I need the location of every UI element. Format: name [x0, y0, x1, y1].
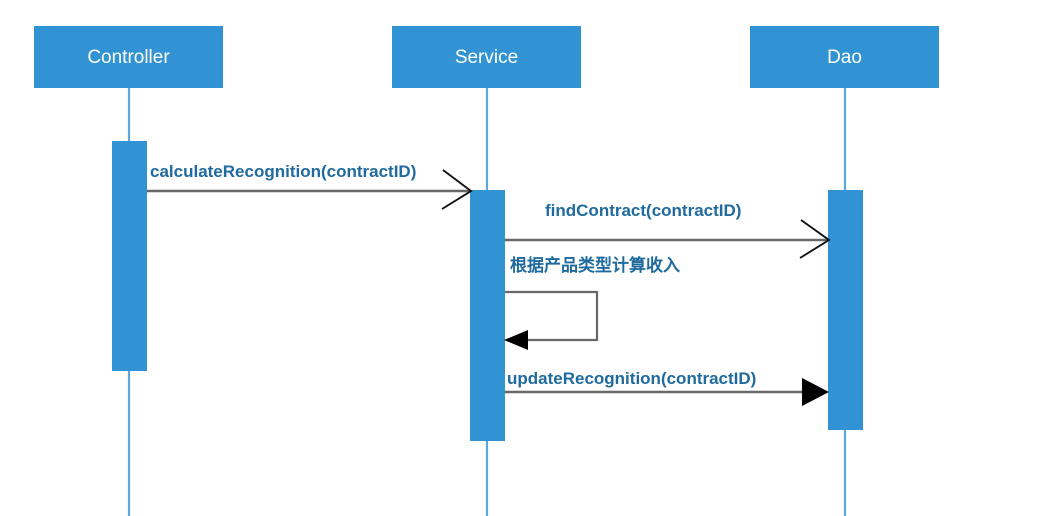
participant-label-service: Service: [455, 47, 518, 68]
arrowhead-open-find-contract: [799, 219, 831, 259]
participant-box-dao[interactable]: [750, 26, 939, 88]
participant-box-controller[interactable]: [34, 26, 223, 88]
message-label-update-recognition: updateRecognition(contractID): [507, 369, 756, 388]
arrowhead-open-calculate-recognition: [441, 169, 473, 210]
participant-box-service[interactable]: [392, 26, 581, 88]
message-label-calc-revenue-by-product-type: 根据产品类型计算收入: [510, 255, 680, 276]
message-find-contract[interactable]: findContract(contractID): [505, 201, 831, 259]
participant-label-dao: Dao: [827, 47, 862, 68]
activation-bars: [112, 141, 863, 441]
participant-service[interactable]: Service: [392, 26, 581, 88]
message-calc-revenue-by-product-type[interactable]: 根据产品类型计算收入: [504, 255, 680, 350]
activation-bar-service[interactable]: [470, 190, 505, 441]
message-label-find-contract: findContract(contractID): [545, 201, 741, 220]
self-call-loop-service: [505, 290, 599, 342]
message-label-calculate-recognition: calculateRecognition(contractID): [150, 162, 416, 181]
arrowhead-solid-update-recognition: [802, 378, 829, 406]
activation-bar-controller[interactable]: [112, 141, 147, 371]
participant-dao[interactable]: Dao: [750, 26, 939, 88]
arrowhead-solid-calc-revenue-by-product-type: [504, 330, 528, 350]
message-update-recognition[interactable]: updateRecognition(contractID): [505, 369, 829, 406]
participant-controller[interactable]: Controller: [34, 26, 223, 88]
activation-bar-dao[interactable]: [828, 190, 863, 430]
participant-label-controller: Controller: [87, 47, 170, 68]
message-calculate-recognition[interactable]: calculateRecognition(contractID): [147, 162, 473, 210]
